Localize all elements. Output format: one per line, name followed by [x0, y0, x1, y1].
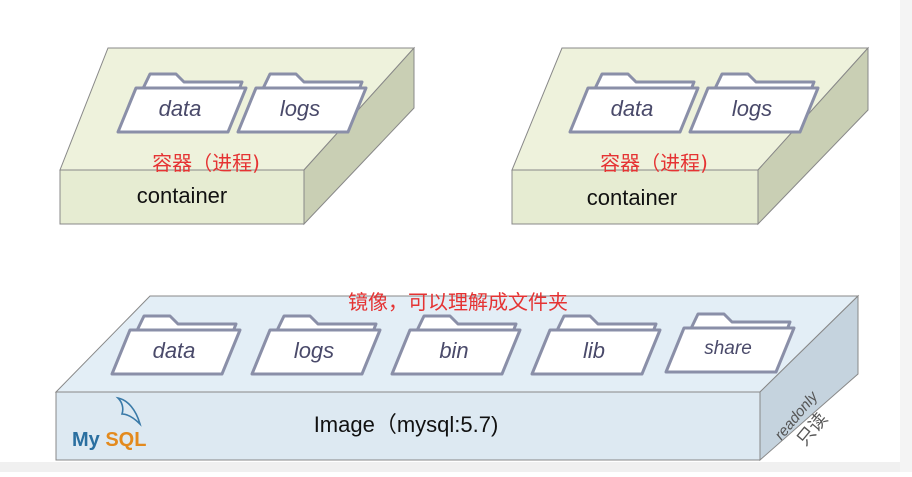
folder-label: data: [159, 96, 202, 121]
folder-logs-1: logs: [236, 72, 368, 134]
folder-label: logs: [732, 96, 772, 121]
folder-label: logs: [280, 96, 320, 121]
folder-data-1: data: [116, 72, 248, 134]
right-edge: [900, 0, 912, 472]
mysql-logo: My SQL: [72, 396, 146, 451]
folder-label: share: [704, 338, 752, 359]
container-annotation: 容器（进程): [600, 151, 708, 175]
container-label: container: [587, 185, 678, 210]
bottom-strip: [0, 462, 912, 472]
image-annotation: 镜像，可以理解成文件夹: [348, 290, 568, 314]
folder-logs-2: logs: [688, 72, 820, 134]
mysql-logo-text: My SQL: [72, 429, 146, 451]
folder-label: lib: [583, 338, 605, 363]
folder-data-2: data: [568, 72, 700, 134]
folder-share-image: share: [664, 312, 796, 374]
folder-logs-image: logs: [250, 314, 382, 376]
dolphin-icon: [115, 396, 142, 427]
container-box-2: data logs 容器（进程) container: [511, 46, 870, 226]
folder-data-image: data: [110, 314, 242, 376]
container-label: container: [137, 183, 228, 208]
folder-lib-image: lib: [530, 314, 662, 376]
folder-bin-image: bin: [390, 314, 522, 376]
container-annotation: 容器（进程): [152, 151, 260, 175]
folder-label: data: [611, 96, 654, 121]
folder-label: bin: [439, 338, 468, 363]
image-box: data logs bin lib share 镜像，可以理解成文件夹 Imag…: [54, 290, 860, 462]
folder-label: data: [153, 338, 196, 363]
image-label: Image（mysql:5.7): [314, 412, 499, 437]
folder-label: logs: [294, 338, 334, 363]
container-box-1: data logs 容器（进程) container: [59, 46, 416, 226]
